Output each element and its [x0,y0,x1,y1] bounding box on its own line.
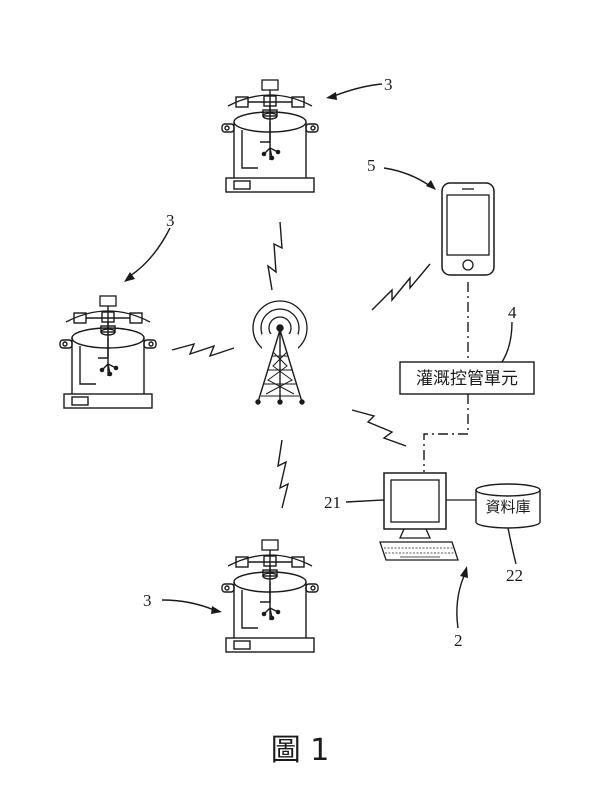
figure-caption: 圖 1 [271,733,330,768]
label-station-top: 3 [384,75,393,94]
wireless-link-computer [351,409,407,447]
leader-database [507,527,517,565]
smartphone [441,182,495,276]
wireless-link-top [267,221,283,291]
leader-phone [383,167,431,187]
station-bottom [221,539,319,653]
wireless-link-phone [371,263,431,311]
leader-station-bottom [161,599,215,611]
link-control-computer [423,394,469,472]
label-station-bottom: 3 [143,591,152,610]
leader-station-left [129,227,171,277]
antenna-tower [252,300,308,405]
station-top [221,79,319,193]
label-server: 2 [454,631,463,650]
control-unit-label: 灌溉控管單元 [416,369,518,389]
leader-station-top [333,83,383,97]
label-phone: 5 [367,156,376,175]
label-station-left: 3 [166,211,175,230]
label-database: 22 [506,566,523,585]
computer [379,472,476,561]
label-computer: 21 [324,493,341,512]
leader-server [456,575,465,629]
station-left [59,295,157,409]
leader-computer [345,499,385,503]
wireless-link-left [171,342,235,358]
database: 資料庫 [475,483,541,529]
label-control-unit: 4 [508,303,517,322]
control-unit: 灌溉控管單元 [399,361,535,395]
wireless-link-bottom [277,439,290,509]
leader-control-unit [501,321,513,363]
database-label: 資料庫 [485,498,530,516]
